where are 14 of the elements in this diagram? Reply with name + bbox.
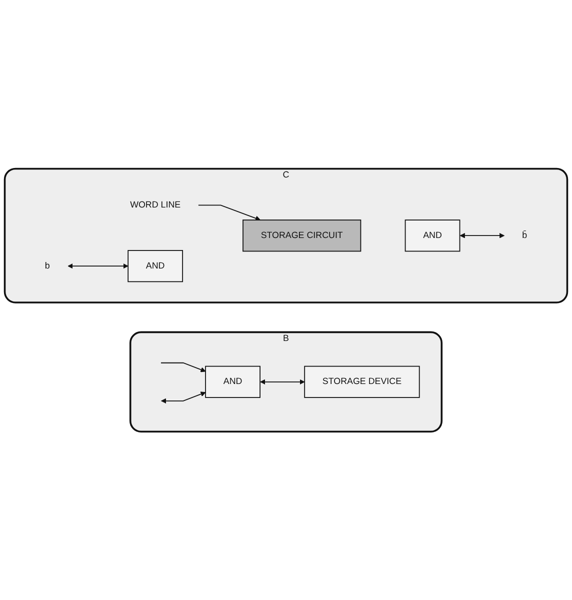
- arrow: [460, 232, 505, 238]
- arrow: [160, 362, 206, 372]
- node-box: STORAGE DEVICE: [304, 366, 420, 398]
- node-text: b: [44, 260, 50, 271]
- arrow: [198, 204, 261, 221]
- node-text: b̄: [522, 230, 528, 240]
- node-box: AND: [128, 250, 183, 282]
- node-text: WORD LINE: [130, 199, 181, 210]
- node-box: AND: [404, 219, 460, 252]
- node-box: STORAGE CIRCUIT: [242, 219, 362, 252]
- node-box: AND: [205, 366, 260, 398]
- arrow: [260, 379, 305, 384]
- arrow: [68, 263, 128, 269]
- arrow: [160, 391, 206, 404]
